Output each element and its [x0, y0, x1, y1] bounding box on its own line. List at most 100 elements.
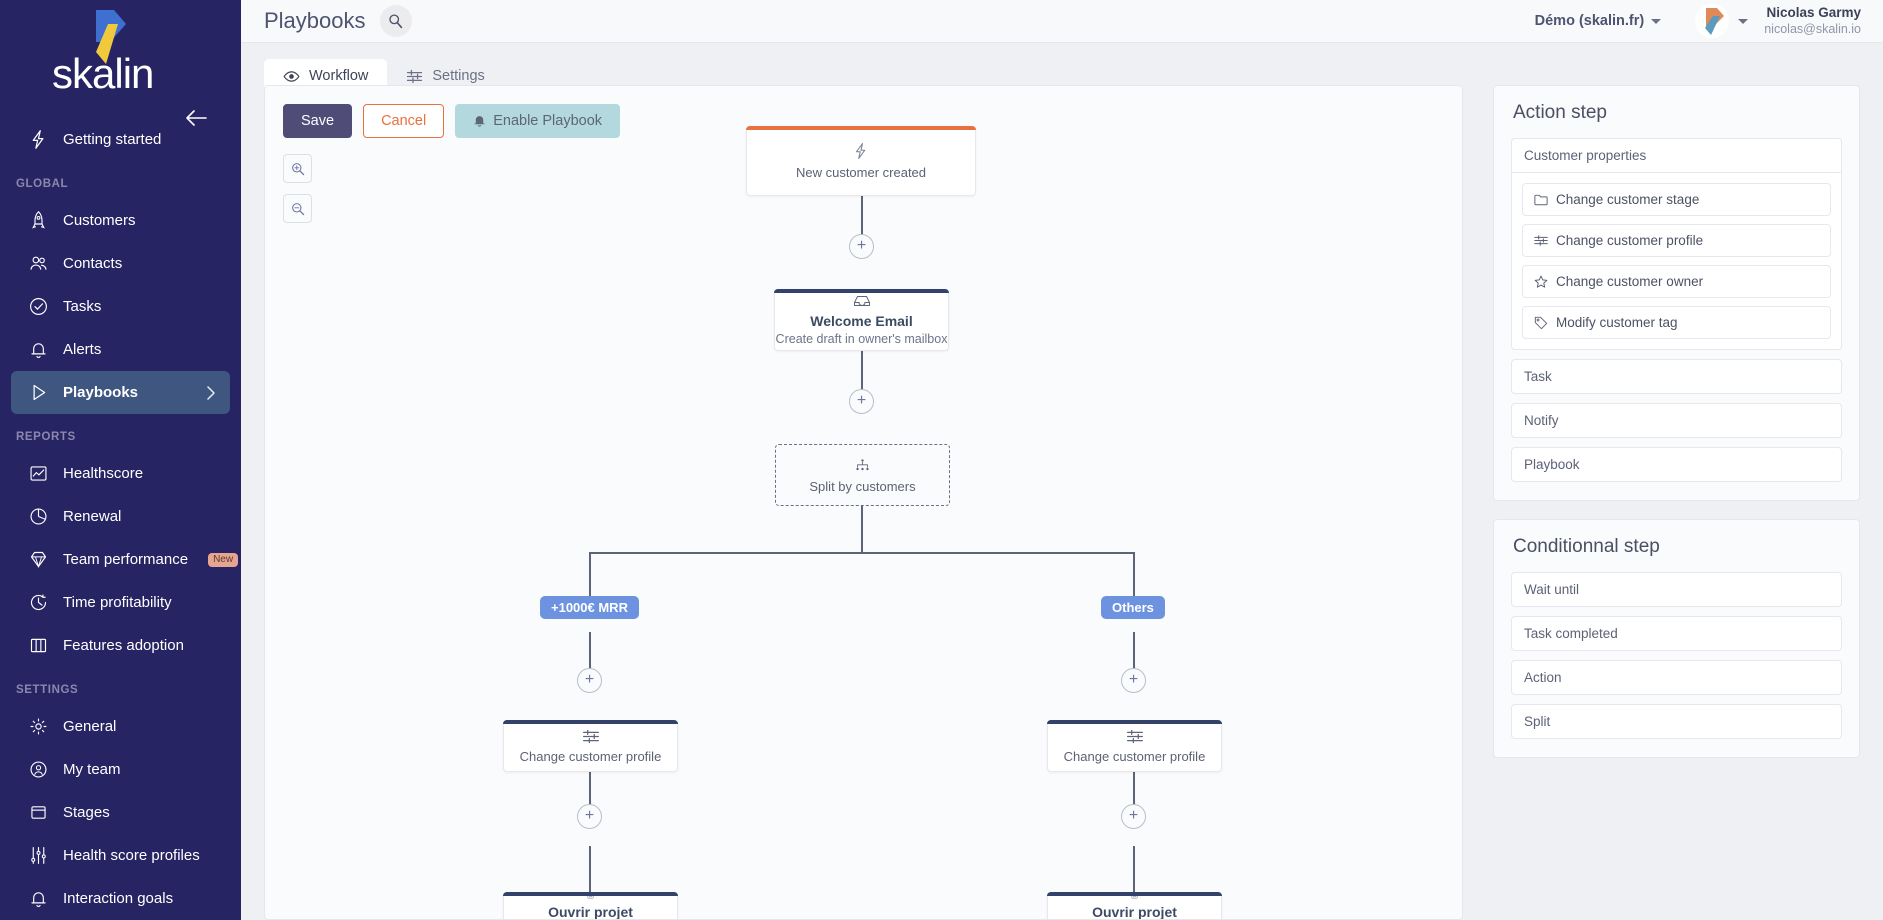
- sidebar-item-label: My team: [63, 761, 121, 778]
- edge-welcome-split: [861, 351, 863, 401]
- add-step-button[interactable]: +: [1121, 804, 1146, 829]
- option-change-customer-owner[interactable]: Change customer owner: [1522, 265, 1831, 298]
- cancel-button[interactable]: Cancel: [363, 104, 445, 138]
- option-wait-until[interactable]: Wait until: [1511, 572, 1842, 607]
- sidebar-item-general[interactable]: General: [11, 705, 230, 748]
- workflow-node-left-project[interactable]: Ouvrir projet ONBOARDING Instanciate pro…: [503, 892, 678, 919]
- node-title: Change customer profile: [519, 748, 662, 764]
- sidebar-item-customers[interactable]: Customers: [11, 199, 230, 242]
- user-name: Nicolas Garmy: [1766, 4, 1861, 20]
- workflow-node-right-project[interactable]: Ouvrir projet ONBOARDING Instanciate pro…: [1047, 892, 1222, 919]
- option-task-completed[interactable]: Task completed: [1511, 616, 1842, 651]
- eye-icon: [283, 70, 300, 82]
- sidebar-item-label: Team performance: [63, 551, 189, 568]
- sidebar-item-health-score-profiles[interactable]: Health score profiles: [11, 834, 230, 877]
- sidebar-item-features-adoption[interactable]: Features adoption: [11, 624, 230, 667]
- option-modify-customer-tag[interactable]: Modify customer tag: [1522, 306, 1831, 339]
- sidebar-item-playbooks[interactable]: Playbooks: [11, 371, 230, 414]
- zoom-out-button[interactable]: [283, 194, 312, 223]
- sidebar-item-alerts[interactable]: Alerts: [11, 328, 230, 371]
- option-change-customer-profile[interactable]: Change customer profile: [1522, 224, 1831, 257]
- sidebar-item-renewal[interactable]: Renewal: [11, 495, 230, 538]
- sidebar-item-contacts[interactable]: Contacts: [11, 242, 230, 285]
- columns-icon: [30, 638, 47, 653]
- workflow-node-left-change-profile[interactable]: Change customer profile: [503, 720, 678, 772]
- account-switcher[interactable]: [1695, 4, 1749, 38]
- tag-icon: [1534, 316, 1548, 329]
- node-accent-bar: [503, 720, 678, 724]
- node-accent-bar: [774, 289, 949, 293]
- box-icon: [31, 806, 46, 819]
- panel-title: Conditionnal step: [1513, 536, 1660, 557]
- tab-bar: Workflow Settings: [241, 43, 1883, 93]
- add-step-button[interactable]: +: [849, 389, 874, 414]
- node-accent-bar: [503, 892, 678, 896]
- option-split[interactable]: Split: [1511, 704, 1842, 739]
- sidebar-section-settings: SETTINGS: [16, 684, 79, 696]
- option-customer-properties[interactable]: Customer properties: [1511, 138, 1842, 173]
- node-subtitle: Create draft in owner's mailbox: [775, 332, 948, 347]
- workflow-canvas[interactable]: Save Cancel Enable Playbook: [264, 85, 1463, 920]
- skalin-logo-icon: [96, 10, 126, 64]
- sidebar-item-stages[interactable]: Stages: [11, 791, 230, 834]
- sidebar-section-reports: REPORTS: [16, 431, 76, 443]
- option-notify[interactable]: Notify: [1511, 403, 1842, 438]
- sidebar-item-team-performance[interactable]: Team performance New: [11, 538, 239, 581]
- sidebar-item-tasks[interactable]: Tasks: [11, 285, 230, 328]
- branch-label-right[interactable]: Others: [1101, 596, 1165, 619]
- zoom-in-button[interactable]: [283, 154, 312, 183]
- workflow-graph: New customer created + Welcome Email Cre…: [265, 86, 1462, 919]
- add-step-button[interactable]: +: [849, 234, 874, 259]
- user-info[interactable]: Nicolas Garmy nicolas@skalin.io: [1764, 5, 1861, 38]
- sidebar-item-label: Tasks: [63, 298, 102, 315]
- node-accent-bar: [1047, 892, 1222, 896]
- node-title: Split by customers: [809, 478, 916, 494]
- workflow-node-split[interactable]: Split by customers: [775, 444, 950, 506]
- workflow-node-trigger[interactable]: New customer created: [746, 126, 976, 196]
- sidebar-item-label: Stages: [63, 804, 110, 821]
- option-change-customer-stage[interactable]: Change customer stage: [1522, 183, 1831, 216]
- edge-right-profile-plus: [1133, 766, 1135, 816]
- sidebar-item-label: Alerts: [63, 341, 102, 358]
- sidebar-item-my-team[interactable]: My team: [11, 748, 230, 791]
- sidebar-item-label: Time profitability: [63, 594, 172, 611]
- sidebar: skalin Getting started GLOBAL Customers …: [0, 0, 241, 920]
- search-button[interactable]: [379, 5, 412, 37]
- branch-label-left[interactable]: +1000€ MRR: [540, 596, 639, 619]
- add-step-button[interactable]: +: [577, 804, 602, 829]
- search-icon: [389, 13, 403, 28]
- lightning-icon: [32, 130, 44, 149]
- option-action[interactable]: Action: [1511, 660, 1842, 695]
- content-area: Save Cancel Enable Playbook: [241, 85, 1883, 920]
- sidebar-item-getting-started[interactable]: Getting started: [11, 118, 230, 161]
- chevron-down-icon: [1738, 18, 1749, 24]
- brand-logo[interactable]: skalin: [0, 0, 241, 126]
- edge-left-plus-project: [589, 846, 591, 892]
- gear-icon: [30, 718, 47, 735]
- play-icon: [33, 384, 46, 401]
- sidebar-item-label: Getting started: [63, 131, 162, 148]
- tab-label: Workflow: [309, 68, 369, 84]
- page-title: Playbooks: [264, 8, 366, 33]
- enable-playbook-button[interactable]: Enable Playbook: [455, 104, 621, 138]
- add-step-button[interactable]: +: [577, 668, 602, 693]
- option-task[interactable]: Task: [1511, 359, 1842, 394]
- org-selector[interactable]: Démo (skalin.fr): [1535, 13, 1662, 29]
- add-step-button[interactable]: +: [1121, 668, 1146, 693]
- sidebar-item-healthscore[interactable]: Healthscore: [11, 452, 230, 495]
- arrow-left-icon[interactable]: [183, 108, 209, 128]
- bell-icon: [474, 116, 485, 127]
- split-icon: [856, 458, 869, 470]
- user-circle-icon: [30, 761, 47, 778]
- option-label: Change customer stage: [1556, 192, 1700, 207]
- tab-settings[interactable]: Settings: [387, 59, 503, 93]
- save-button[interactable]: Save: [283, 104, 353, 138]
- sidebar-item-interaction-goals[interactable]: Interaction goals: [11, 877, 230, 920]
- brand-name: skalin: [52, 50, 154, 97]
- sidebar-item-time-profitability[interactable]: Time profitability: [11, 581, 230, 624]
- workflow-node-right-change-profile[interactable]: Change customer profile: [1047, 720, 1222, 772]
- option-playbook[interactable]: Playbook: [1511, 447, 1842, 482]
- step-library-panels: Action step Customer properties Change c…: [1493, 85, 1860, 920]
- workflow-node-welcome-email[interactable]: Welcome Email Create draft in owner's ma…: [774, 289, 949, 351]
- edge-split-down: [861, 506, 863, 554]
